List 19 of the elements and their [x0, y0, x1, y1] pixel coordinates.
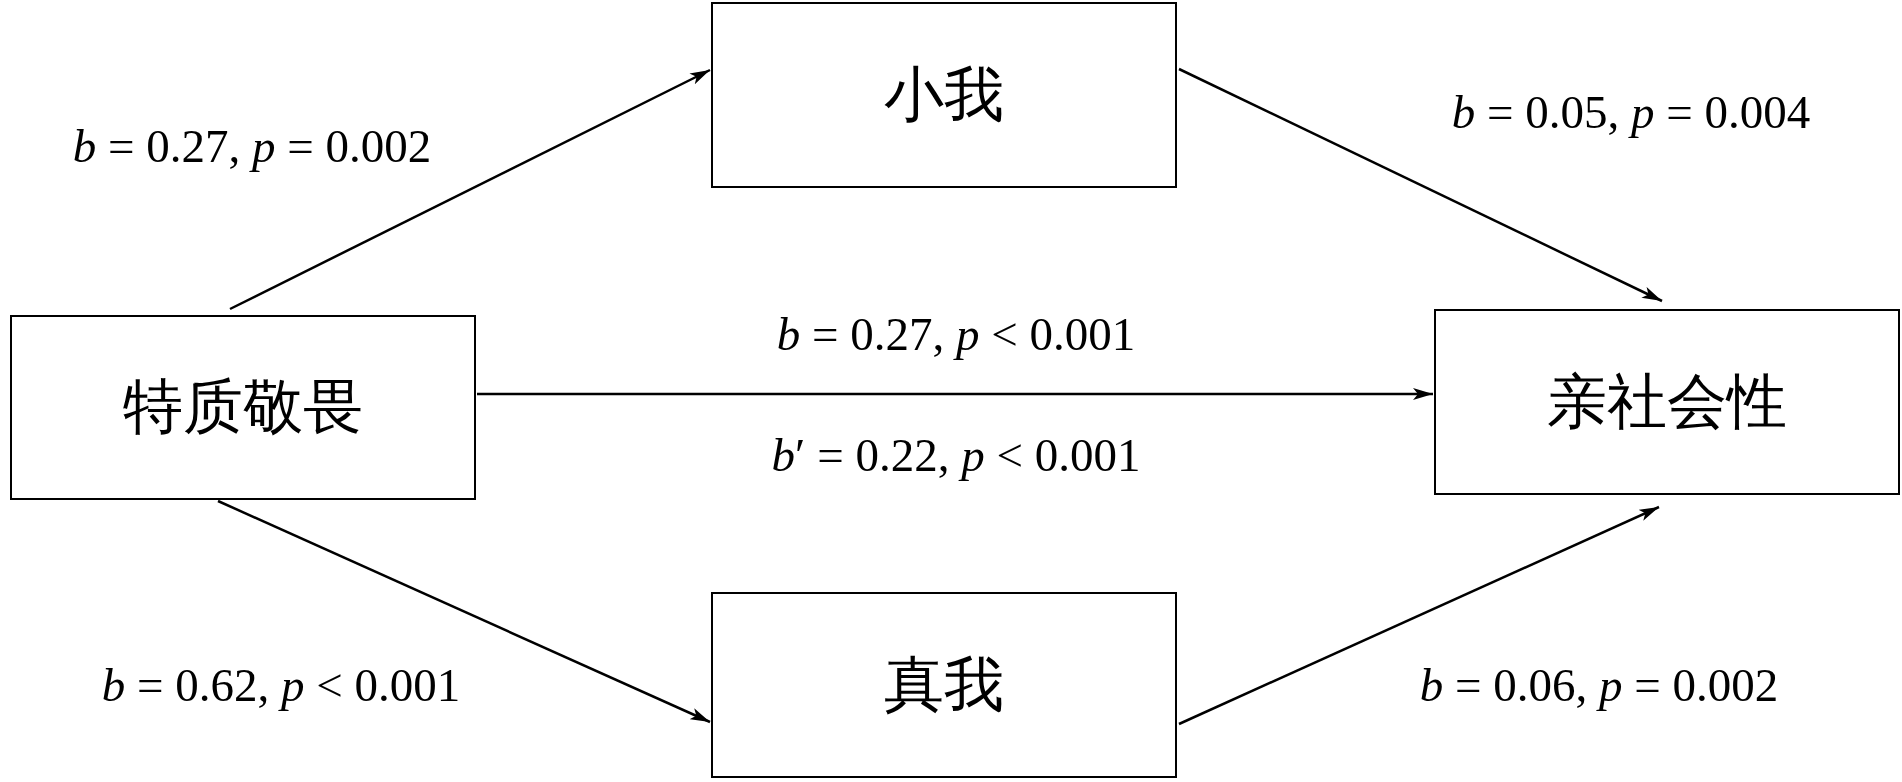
edge-label: b = 0.27, p < 0.001: [776, 310, 1136, 358]
arrow: [217, 499, 711, 724]
arrow: [477, 388, 1433, 400]
arrow: [1178, 505, 1660, 726]
variable-box: [711, 592, 1177, 778]
variable-box: [711, 2, 1177, 188]
edge-label: b = 0.05, p = 0.004: [1451, 88, 1811, 136]
variable-name: 特质敬畏: [123, 373, 363, 442]
variable-name: 亲社会性: [1547, 367, 1787, 437]
coefficient-label: b′ = 0.22, p < 0.001: [771, 431, 1141, 479]
variable-name: 小我: [884, 60, 1004, 130]
variable-name: 真我: [884, 650, 1004, 720]
arrow: [1178, 67, 1663, 303]
variable-box: [1434, 309, 1900, 495]
edge-label: b = 0.62, p < 0.001: [101, 661, 461, 709]
arrow: [229, 68, 711, 311]
edge-label: b = 0.06, p = 0.002: [1419, 661, 1779, 709]
variable-box: [10, 315, 476, 500]
edge-label: b = 0.27, p = 0.002: [72, 122, 432, 170]
